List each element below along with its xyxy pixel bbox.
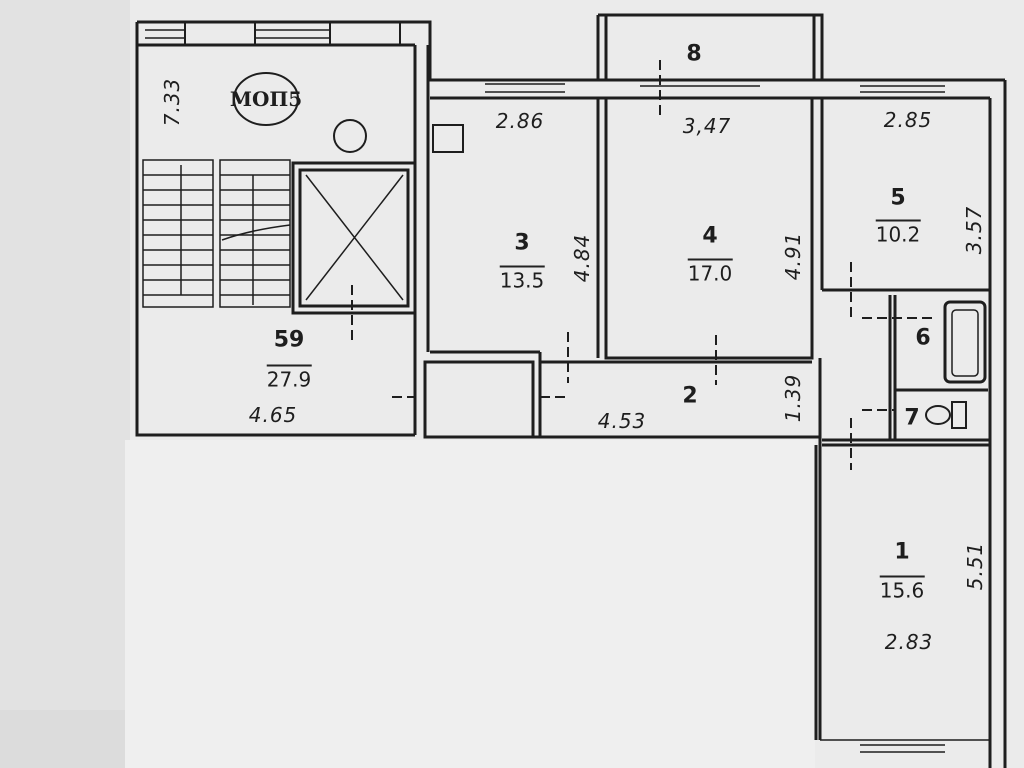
room-5-dim-height: 3.57: [962, 205, 986, 255]
room-4-dim-width: 3,47: [682, 114, 732, 138]
room-3-area: 13.5: [499, 265, 545, 293]
room-59-number: 59: [273, 327, 305, 353]
room-4-number: 4: [702, 223, 718, 249]
room-59-dim-width: 4.65: [248, 403, 298, 427]
room-6-number: 6: [915, 325, 931, 351]
room-4-area: 17.0: [687, 258, 733, 286]
room-59-dim-height: 7.33: [160, 77, 184, 127]
room-5-dim-width: 2.85: [883, 108, 933, 132]
room-3-number: 3: [514, 230, 530, 256]
room-3-dim-height: 4.84: [570, 233, 594, 283]
room-4-dim-height: 4.91: [781, 231, 805, 281]
room-59-area: 27.9: [266, 364, 312, 392]
room-2-dim-height: 1.39: [781, 373, 805, 423]
room-2-dim-width: 4.53: [597, 409, 647, 433]
room-5-number: 5: [890, 185, 906, 211]
room-1-number: 1: [894, 539, 910, 565]
room-7-number: 7: [904, 405, 920, 431]
room-5-area: 10.2: [875, 219, 921, 247]
room-1-dim-width: 2.83: [884, 630, 934, 654]
walls: [135, 13, 1007, 768]
room-2-number: 2: [682, 383, 698, 409]
room-1-dim-height: 5.51: [963, 541, 987, 591]
room-8-number: 8: [686, 41, 702, 67]
room-3-dim-width: 2.86: [495, 109, 545, 133]
room-1-area: 15.6: [879, 575, 925, 603]
common-area-tag: МОП5: [229, 87, 303, 111]
